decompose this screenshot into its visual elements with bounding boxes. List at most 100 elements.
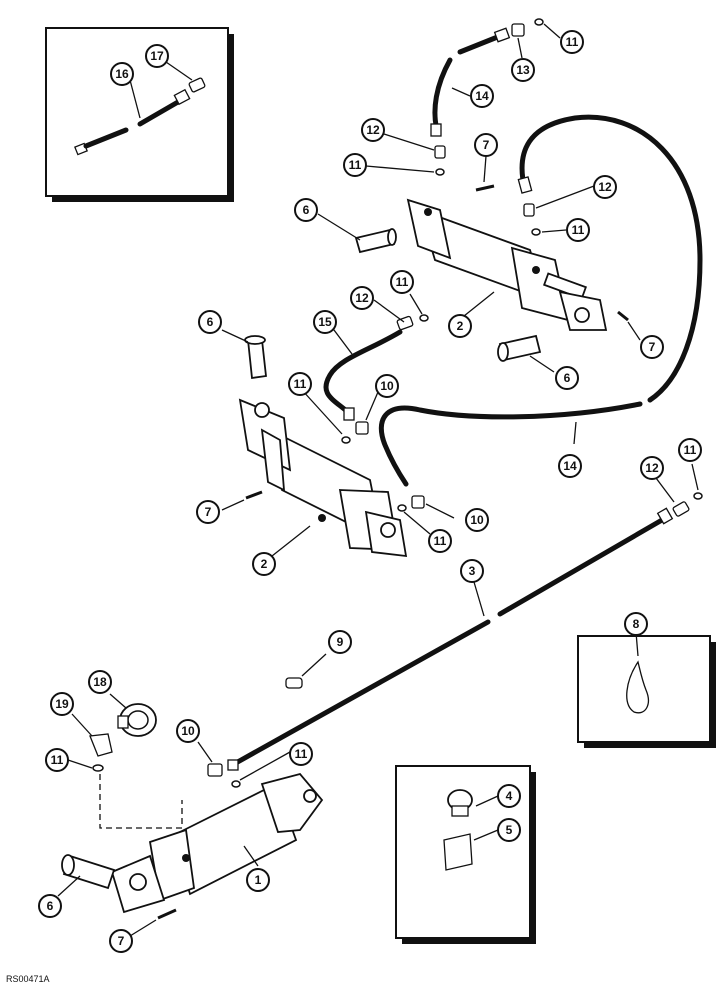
hose-part-16: [74, 88, 191, 156]
callout-18: 18: [88, 670, 112, 694]
callout-3: 3: [460, 559, 484, 583]
callout-4: 4: [497, 784, 521, 808]
pin-part-7-lower: [129, 908, 177, 937]
svg-text:12: 12: [645, 461, 659, 475]
inset-hose-kit: [45, 27, 234, 202]
svg-text:10: 10: [470, 513, 484, 527]
svg-text:11: 11: [566, 35, 579, 49]
callout-7: 7: [640, 335, 664, 359]
callout-11: 11: [390, 270, 414, 294]
svg-text:15: 15: [318, 315, 332, 329]
svg-text:1: 1: [255, 873, 262, 887]
cap-part-18: [109, 693, 157, 737]
callout-16: 16: [110, 62, 134, 86]
hose-part-15: [323, 315, 414, 421]
callout-7: 7: [474, 133, 498, 157]
oring-part-11-lower-left: [67, 759, 104, 772]
pin-part-7-right: [617, 310, 641, 341]
callout-14: 14: [470, 84, 494, 108]
callout-11: 11: [428, 529, 452, 553]
svg-text:11: 11: [349, 158, 362, 172]
svg-text:2: 2: [261, 557, 268, 571]
callout-6: 6: [294, 198, 318, 222]
callout-10: 10: [375, 374, 399, 398]
callout-1: 1: [246, 868, 270, 892]
svg-text:14: 14: [475, 89, 489, 103]
svg-text:18: 18: [93, 675, 107, 689]
svg-text:11: 11: [396, 275, 409, 289]
svg-text:12: 12: [366, 123, 380, 137]
svg-text:7: 7: [483, 138, 490, 152]
callout-11: 11: [288, 372, 312, 396]
fitting-part-13: [511, 23, 525, 59]
svg-text:6: 6: [47, 899, 54, 913]
fitting-part-12-right: [655, 477, 690, 517]
callout-14: 14: [558, 454, 582, 478]
svg-text:2: 2: [457, 319, 464, 333]
hose-part-14-loop: [378, 114, 703, 487]
tube-part-3: [227, 507, 674, 771]
svg-text:7: 7: [118, 934, 125, 948]
callout-8: 8: [624, 612, 648, 636]
callout-12: 12: [640, 456, 664, 480]
callout-9: 9: [328, 630, 352, 654]
svg-text:3: 3: [469, 564, 476, 578]
callout-12: 12: [361, 118, 385, 142]
inset-strap: [577, 631, 716, 748]
callout-11: 11: [343, 153, 367, 177]
svg-text:11: 11: [51, 753, 64, 767]
callout-17: 17: [145, 44, 169, 68]
svg-text:17: 17: [150, 49, 164, 63]
svg-text:11: 11: [294, 377, 307, 391]
cylinder-part-2-lower: [238, 398, 408, 558]
svg-text:12: 12: [355, 291, 369, 305]
svg-text:6: 6: [303, 203, 310, 217]
oring-part-11-right: [691, 463, 703, 500]
fitting-part-12-middle: [373, 299, 405, 323]
callout-7: 7: [109, 929, 133, 953]
figure-reference-code: RS00471A: [6, 974, 50, 984]
callout-11: 11: [678, 438, 702, 462]
callout-12: 12: [593, 175, 617, 199]
callout-5: 5: [497, 818, 521, 842]
pin-part-7-upper: [475, 155, 495, 192]
oring-part-11-lower: [231, 751, 291, 788]
pin-part-7-middle: [221, 490, 263, 511]
cylinder-part-2-upper: [406, 198, 608, 331]
svg-text:19: 19: [55, 697, 69, 711]
oring-part-11-middle: [409, 293, 429, 322]
svg-text:16: 16: [115, 67, 129, 81]
svg-text:7: 7: [205, 505, 212, 519]
callout-10: 10: [176, 719, 200, 743]
svg-text:10: 10: [380, 379, 394, 393]
callout-2: 2: [252, 552, 276, 576]
pin-part-6-lower: [57, 854, 116, 897]
svg-text:11: 11: [572, 223, 585, 237]
callout-10: 10: [465, 508, 489, 532]
oring-part-11-top: [534, 18, 561, 39]
callout-11: 11: [45, 748, 69, 772]
fitting-part-10-middle-top: [355, 391, 379, 435]
clip-part-9: [285, 653, 327, 689]
pin-part-6-middle: [221, 329, 267, 380]
svg-text:13: 13: [516, 63, 530, 77]
oring-part-11-middle-left: [301, 389, 351, 444]
svg-text:9: 9: [337, 635, 344, 649]
callout-7: 7: [196, 500, 220, 524]
svg-text:10: 10: [181, 724, 195, 738]
oring-part-11-upper-left: [365, 165, 445, 176]
svg-text:8: 8: [633, 617, 640, 631]
callout-2: 2: [448, 314, 472, 338]
svg-text:6: 6: [207, 315, 214, 329]
svg-text:7: 7: [649, 340, 656, 354]
pin-part-6-upper: [317, 213, 397, 254]
svg-text:14: 14: [563, 459, 577, 473]
pin-part-6-right: [497, 334, 555, 373]
callout-19: 19: [50, 692, 74, 716]
fitting-part-12-upper-left: [383, 133, 446, 159]
callout-13: 13: [511, 58, 535, 82]
callout-15: 15: [313, 310, 337, 334]
callout-11: 11: [560, 30, 584, 54]
svg-text:4: 4: [506, 789, 513, 803]
callout-6: 6: [38, 894, 62, 918]
